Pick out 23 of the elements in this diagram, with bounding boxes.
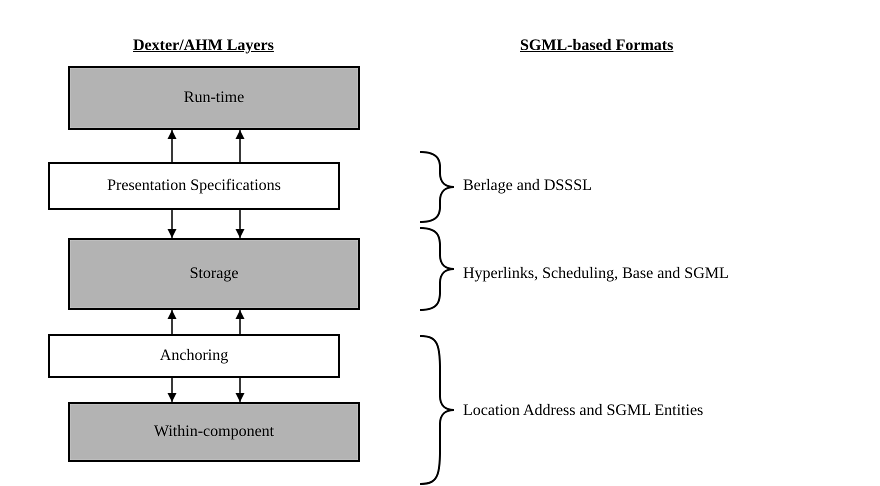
arrow [236, 310, 244, 334]
arrow [168, 210, 176, 238]
arrow [168, 378, 176, 402]
format-label: Location Address and SGML Entities [463, 402, 704, 420]
layer-label: Anchoring [160, 347, 228, 365]
column-heading: Dexter/AHM Layers [133, 37, 274, 55]
arrow [236, 210, 244, 238]
format-label: Berlage and DSSSL [463, 177, 592, 195]
layer-box [68, 402, 360, 462]
layer-box [48, 334, 340, 378]
layer-label: Storage [190, 265, 238, 283]
arrow [236, 378, 244, 402]
layer-box [68, 66, 360, 130]
arrow [168, 310, 176, 334]
column-heading: SGML-based Formats [520, 37, 674, 55]
layer-label: Presentation Specifications [107, 177, 281, 195]
format-label: Hyperlinks, Scheduling, Base and SGML [463, 265, 729, 283]
arrow [236, 130, 244, 162]
layer-label: Run-time [184, 89, 244, 107]
arrow [168, 130, 176, 162]
layer-box [68, 238, 360, 310]
layer-label: Within-component [154, 423, 274, 441]
layer-box [48, 162, 340, 210]
